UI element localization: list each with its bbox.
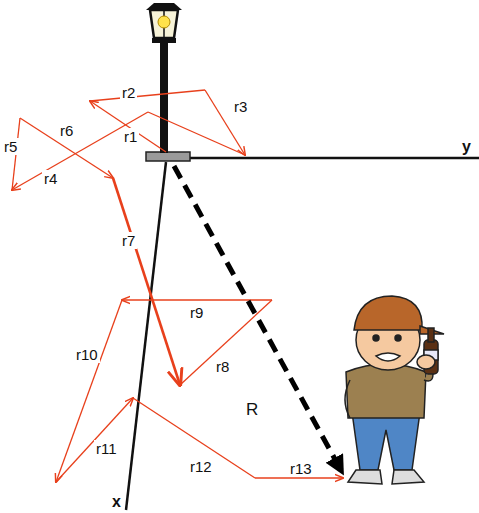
vector-label: r9 xyxy=(188,304,205,321)
vector-label: r10 xyxy=(74,346,100,363)
vector-label: r6 xyxy=(58,122,75,139)
axis-label: x xyxy=(110,493,123,511)
vector-label: r2 xyxy=(120,84,137,101)
vector-label: r4 xyxy=(42,170,59,187)
vector-label: r12 xyxy=(188,458,214,475)
y-axis xyxy=(172,157,479,160)
vector-label: r7 xyxy=(120,232,137,249)
axis-label: y xyxy=(460,138,473,156)
resultant-vector xyxy=(174,166,342,472)
drunk-man xyxy=(345,296,444,484)
vector-label: r5 xyxy=(2,138,19,155)
vector-label: r1 xyxy=(122,128,139,145)
vector-label: r13 xyxy=(288,460,314,477)
resultant-label: R xyxy=(244,400,260,419)
vector-label: r11 xyxy=(94,440,119,457)
vector-label: r3 xyxy=(232,98,249,115)
x-axis xyxy=(126,162,166,510)
step-vectors xyxy=(12,90,343,482)
lamp-post xyxy=(146,3,190,161)
vector-label: r8 xyxy=(214,358,231,375)
